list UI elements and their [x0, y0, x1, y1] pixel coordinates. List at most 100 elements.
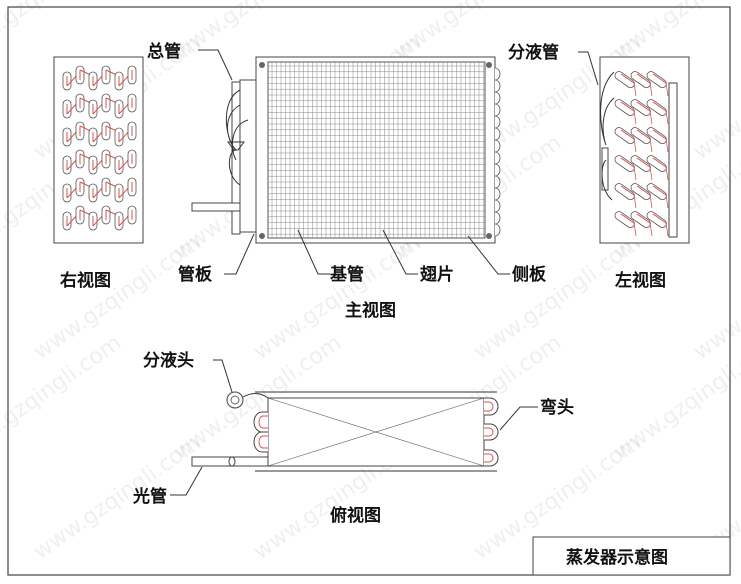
tube-pair: [614, 183, 635, 201]
tube-link: [652, 101, 667, 112]
tube-pair: [630, 155, 651, 173]
tube-pair: [646, 99, 667, 117]
elbow: [484, 449, 499, 467]
top-view-caption: 俯视图: [330, 505, 381, 526]
fin-area: [267, 61, 486, 239]
label-base-tube: 基管: [329, 264, 364, 285]
distributor-head: [227, 141, 245, 151]
tube-pair: [630, 71, 651, 89]
elbow: [253, 411, 268, 433]
tube-pair: [614, 211, 635, 229]
front-view-caption: 主视图: [345, 300, 396, 321]
tube-link: [636, 129, 651, 140]
leader-tube-plate: [224, 233, 255, 275]
front-view: 总管 管板 基管 翅片 侧板 主视图: [147, 41, 547, 321]
distributor-head-inner: [230, 395, 240, 405]
left-view-caption: 左视图: [615, 270, 666, 291]
tube-link: [633, 138, 637, 153]
leader-distributor-tube: [578, 51, 599, 86]
tube-pair: [646, 183, 667, 201]
watermark-text: www.gzqingli.com: [0, 0, 126, 65]
leader-header-pipe: [198, 49, 233, 81]
left-header: [668, 82, 678, 238]
leader-distributor-head: [213, 359, 233, 393]
left-view-tubes: [614, 71, 669, 237]
elbow: [494, 139, 501, 153]
left-view: 分液管 左视图: [508, 42, 690, 291]
tube-link: [649, 222, 653, 237]
elbow: [494, 163, 501, 177]
tube-pair: [646, 127, 667, 145]
elbow: [494, 187, 501, 201]
tube-pair: [646, 71, 667, 89]
leader-side-plate: [467, 235, 510, 275]
tube-link: [665, 222, 669, 237]
tube-pair: [630, 127, 651, 145]
tube-link: [633, 166, 637, 181]
leader-elbow: [499, 406, 538, 431]
tube-link: [620, 101, 635, 112]
elbow-inner: [484, 427, 494, 437]
header-pipe: [231, 81, 241, 235]
tube-link: [649, 110, 653, 125]
tube-link: [652, 157, 667, 168]
tube-pair: [614, 99, 635, 117]
bare-tube-joint: [228, 456, 236, 467]
title-block: [532, 536, 731, 576]
leader-base-tube: [297, 229, 330, 275]
watermark-text: www.gzqingli.com: [689, 30, 741, 164]
label-elbow: 弯头: [540, 397, 574, 418]
elbow: [494, 127, 501, 141]
distributor-head-circle: [226, 391, 244, 409]
elbow: [494, 91, 501, 105]
tube-link: [620, 185, 635, 196]
tube-link: [636, 185, 651, 196]
tube-pair: [646, 155, 667, 173]
diagonal: [267, 397, 485, 467]
tube-link: [652, 73, 667, 84]
elbow-inner: [258, 435, 268, 449]
elbow: [494, 223, 501, 237]
tube-pair: [630, 99, 651, 117]
right-view: 右视图: [53, 56, 144, 291]
tube-link: [636, 73, 651, 84]
elbow-inner: [258, 415, 268, 429]
right-view-tubes: [62, 65, 137, 231]
label-fin: 翅片: [419, 264, 454, 285]
tube-link: [649, 194, 653, 209]
bolt-icon: [486, 62, 492, 68]
tube-link: [633, 110, 637, 125]
elbow: [253, 431, 268, 453]
tube-pair: [614, 155, 635, 173]
tube-link: [652, 129, 667, 140]
tube-link: [620, 157, 635, 168]
bare-tube-front: [191, 202, 241, 212]
tube-link: [652, 185, 667, 196]
elbow: [494, 115, 501, 129]
distributor-lines: [225, 89, 249, 186]
tube-link: [633, 194, 637, 209]
left-distributor-lines: [600, 71, 615, 201]
tube-pair: [646, 211, 667, 229]
tube-link: [649, 166, 653, 181]
tube-pair: [630, 183, 651, 201]
elbow: [484, 423, 499, 441]
fin-grid: [268, 62, 485, 238]
watermark-text: www.gzqingli.com: [689, 230, 741, 364]
tube-link: [665, 194, 669, 209]
label-header-pipe: 总管: [147, 41, 181, 62]
label-tube-plate: 管板: [178, 264, 213, 285]
tube-link: [665, 110, 669, 125]
tube-pair: [630, 211, 651, 229]
distributor-line-top: [242, 392, 269, 399]
tube-link: [665, 166, 669, 181]
elbow: [494, 151, 501, 165]
leader-fin: [382, 229, 418, 275]
elbow: [484, 397, 499, 416]
top-bends: [253, 397, 499, 467]
diagram-title: 蒸发器示意图: [566, 547, 668, 568]
elbow: [494, 211, 501, 225]
front-bends: [494, 67, 501, 237]
tube-pair: [614, 127, 635, 145]
